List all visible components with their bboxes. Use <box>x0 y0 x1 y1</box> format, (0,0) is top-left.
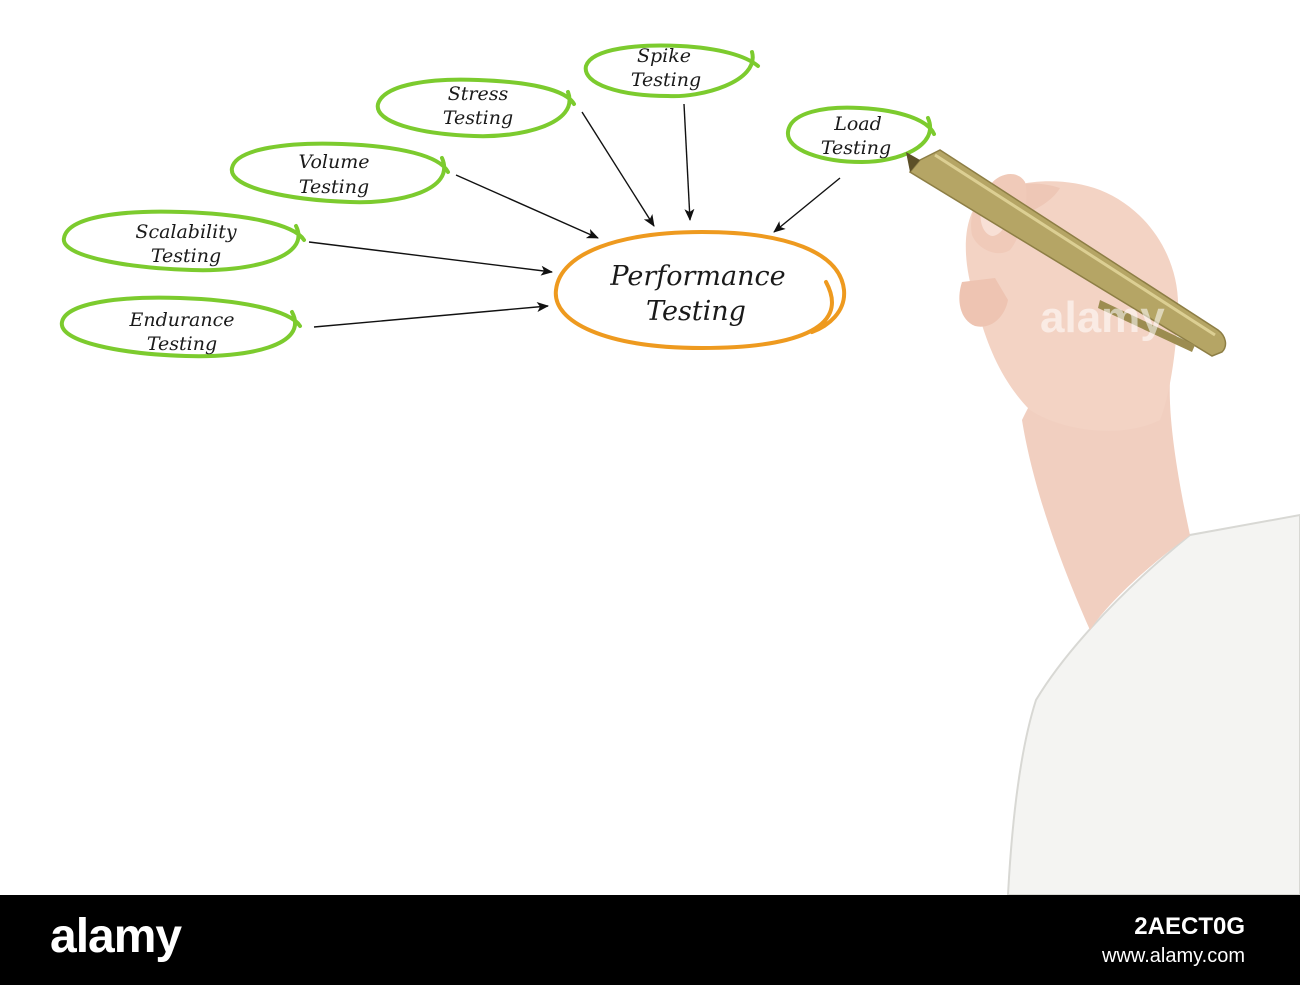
pen-clip <box>1098 300 1195 352</box>
center-node: Performance Testing <box>609 261 785 327</box>
volume-label-line2: Testing <box>299 176 369 198</box>
arrow-endurance <box>313 302 549 328</box>
watermark: alamy <box>1040 293 1165 342</box>
pen-body <box>908 149 1227 357</box>
pen-highlight <box>934 153 1216 337</box>
stress-label-line2: Testing <box>443 107 513 129</box>
scalability-label-line2: Testing <box>151 245 221 267</box>
arrow-scalability <box>308 241 553 276</box>
stress-node: Stress Testing <box>443 83 513 129</box>
scalability-node: Scalability Testing <box>135 221 236 267</box>
diagram-canvas: Spike Testing Stress Testing Load Testin… <box>59 43 1300 895</box>
load-ellipse <box>786 105 936 165</box>
footer-logo: alamy <box>50 910 182 963</box>
spike-label-line1: Spike <box>637 45 691 67</box>
palm <box>965 181 1179 431</box>
footer-bar: alamy 2AECT0G www.alamy.com <box>0 895 1300 985</box>
sub-ellipses <box>59 43 936 359</box>
volume-ellipse <box>229 141 450 205</box>
stress-label-line1: Stress <box>448 83 509 105</box>
arrow-spike <box>683 103 695 221</box>
scalability-label-line1: Scalability <box>135 221 236 243</box>
load-label-line1: Load <box>833 113 882 135</box>
center-label-line1: Performance <box>609 261 785 292</box>
white-sleeve <box>1006 513 1300 895</box>
arrow-volume <box>455 174 599 239</box>
pen <box>906 149 1227 357</box>
endurance-node: Endurance Testing <box>128 309 234 355</box>
arrow-load <box>773 177 841 233</box>
spike-node: Spike Testing <box>631 45 701 91</box>
ring-finger <box>959 278 1008 327</box>
endurance-label-line2: Testing <box>147 333 217 355</box>
arrows <box>308 103 841 328</box>
center-ellipse <box>553 229 847 351</box>
pen-tip <box>906 152 920 172</box>
footer-site: www.alamy.com <box>1102 945 1245 967</box>
volume-label-line1: Volume <box>299 151 370 173</box>
volume-node: Volume Testing <box>299 151 370 198</box>
endurance-ellipse <box>59 295 302 359</box>
endurance-label-line1: Endurance <box>128 309 234 331</box>
stress-ellipse <box>375 77 576 139</box>
scalability-ellipse <box>61 209 306 273</box>
arrow-stress <box>581 111 655 227</box>
load-node: Load Testing <box>821 113 891 159</box>
center-label-line2: Testing <box>646 296 746 327</box>
load-label-line2: Testing <box>821 137 891 159</box>
spike-ellipse <box>583 43 760 99</box>
spike-label-line2: Testing <box>631 69 701 91</box>
footer-image-id: 2AECT0G <box>1134 913 1245 940</box>
hand-with-pen-illustration <box>906 149 1300 895</box>
